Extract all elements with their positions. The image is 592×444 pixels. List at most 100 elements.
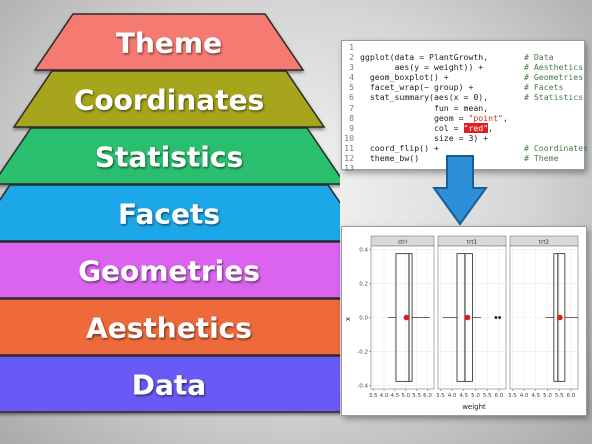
code-text: facet_wrap(~ group) +	[360, 82, 474, 93]
code-comment: # Aesthetics	[524, 62, 584, 73]
code-text: size = 3) +	[360, 132, 489, 143]
x-tick-label: 6.0	[567, 393, 576, 399]
layer-label: Data	[132, 369, 206, 402]
facet-label: trt1	[467, 239, 477, 245]
line-number: 7	[349, 102, 354, 113]
box	[553, 253, 566, 382]
y-tick-label: 0.2	[359, 281, 368, 287]
layer-aesthetics: Aesthetics	[0, 298, 340, 356]
x-tick-label: 3.5	[369, 393, 378, 399]
code-text: ggplot(data = PlantGrowth,	[360, 52, 489, 63]
y-tick-label: 0.4	[359, 247, 368, 253]
x-tick-label: 4.5	[531, 393, 540, 399]
line-number: 10	[344, 132, 354, 143]
code-line: 11 coord_flip() + # Coordinates	[342, 142, 588, 153]
code-line: 7 fun = mean,	[342, 103, 584, 113]
outlier-point	[494, 316, 498, 319]
x-tick-label: 4.0	[448, 393, 457, 399]
code-comment: # Theme	[524, 153, 559, 164]
code-line: 10 size = 3) +	[342, 133, 584, 143]
line-number: 4	[349, 72, 354, 83]
box	[395, 253, 413, 382]
down-arrow-icon	[432, 155, 488, 226]
line-number: 13	[344, 163, 354, 174]
layer-data: Data	[0, 355, 340, 413]
facet-label: ctrl	[398, 239, 407, 245]
code-text: geom = "point",	[360, 112, 508, 123]
mean-point	[464, 314, 471, 321]
x-tick-label: 4.0	[380, 393, 389, 399]
line-number: 12	[344, 153, 354, 164]
code-text: coord_flip() +	[360, 142, 439, 153]
y-tick-label: 0.0	[359, 316, 368, 322]
y-tick-label: -0.2	[357, 350, 368, 356]
string-literal: "point"	[468, 112, 503, 123]
x-tick-label: 5.0	[401, 393, 410, 399]
line-number: 2	[349, 52, 354, 63]
code-comment: # Geometries	[524, 72, 584, 83]
code-line: 12 theme_bw() # Theme	[342, 153, 584, 163]
x-tick-label: 3.5	[508, 393, 517, 399]
y-axis-title: x	[344, 317, 352, 321]
mean-point	[403, 314, 410, 321]
layer-theme: Theme	[33, 13, 305, 71]
mean-point	[557, 314, 563, 321]
layer-label: Theme	[116, 27, 222, 60]
line-number: 9	[349, 122, 354, 133]
code-line: 13	[342, 163, 584, 173]
code-line: 9 col = "red",	[342, 122, 584, 133]
facet-label: trt2	[539, 239, 549, 245]
layer-statistics: Statistics	[0, 127, 340, 185]
code-line: 8 geom = "point",	[342, 113, 584, 123]
code-comment: # Data	[524, 52, 554, 63]
line-number: 8	[349, 112, 354, 123]
layer-facets: Facets	[0, 184, 340, 242]
code-line: 4 geom_boxplot() + # Geometries	[342, 72, 584, 82]
line-number: 11	[344, 142, 354, 153]
highlighted-red-value: "red"	[463, 122, 489, 133]
layer-label: Aesthetics	[86, 312, 252, 345]
x-tick-label: 5.0	[543, 393, 552, 399]
code-text: col = "red",	[360, 122, 494, 133]
code-text: theme_bw()	[360, 153, 420, 164]
code-line: 1	[342, 42, 584, 52]
grammar-layers-pyramid: ThemeCoordinatesStatisticsFacetsGeometri…	[0, 13, 340, 413]
x-tick-label: 5.5	[483, 393, 492, 399]
code-comment: # Statistics	[524, 92, 584, 103]
code-line: 2 ggplot(data = PlantGrowth, # Data	[342, 52, 584, 62]
code-text: fun = mean,	[360, 102, 489, 113]
x-tick-label: 6.0	[495, 393, 504, 399]
layer-label: Facets	[118, 198, 220, 231]
code-line: 6 stat_summary(aes(x = 0), # Statistics	[342, 92, 584, 102]
line-number: 3	[349, 62, 354, 73]
x-tick-label: 3.5	[436, 393, 445, 399]
x-tick-label: 6.0	[423, 393, 432, 399]
code-comment: # Coordinates	[524, 142, 589, 153]
code-line: 5 facet_wrap(~ group) + # Facets	[342, 82, 584, 92]
layer-label: Geometries	[78, 255, 260, 288]
line-number: 5	[349, 82, 354, 93]
code-text: aes(y = weight)) +	[360, 62, 484, 73]
layer-coordinates: Coordinates	[12, 70, 326, 128]
code-text: stat_summary(aes(x = 0),	[360, 92, 489, 103]
line-number: 6	[349, 92, 354, 103]
code-line: 3 aes(y = weight)) + # Aesthetics	[342, 62, 584, 72]
layer-geometries: Geometries	[0, 241, 340, 299]
code-comment: # Facets	[524, 82, 564, 93]
x-tick-label: 4.5	[459, 393, 468, 399]
layer-label: Coordinates	[74, 84, 264, 117]
y-tick-label: -0.4	[357, 384, 368, 390]
line-number: 1	[349, 42, 354, 52]
x-axis-title: weight	[462, 403, 486, 411]
x-tick-label: 5.5	[555, 393, 564, 399]
code-text: geom_boxplot() +	[360, 72, 449, 83]
layer-label: Statistics	[95, 141, 243, 174]
x-tick-label: 4.0	[520, 393, 529, 399]
